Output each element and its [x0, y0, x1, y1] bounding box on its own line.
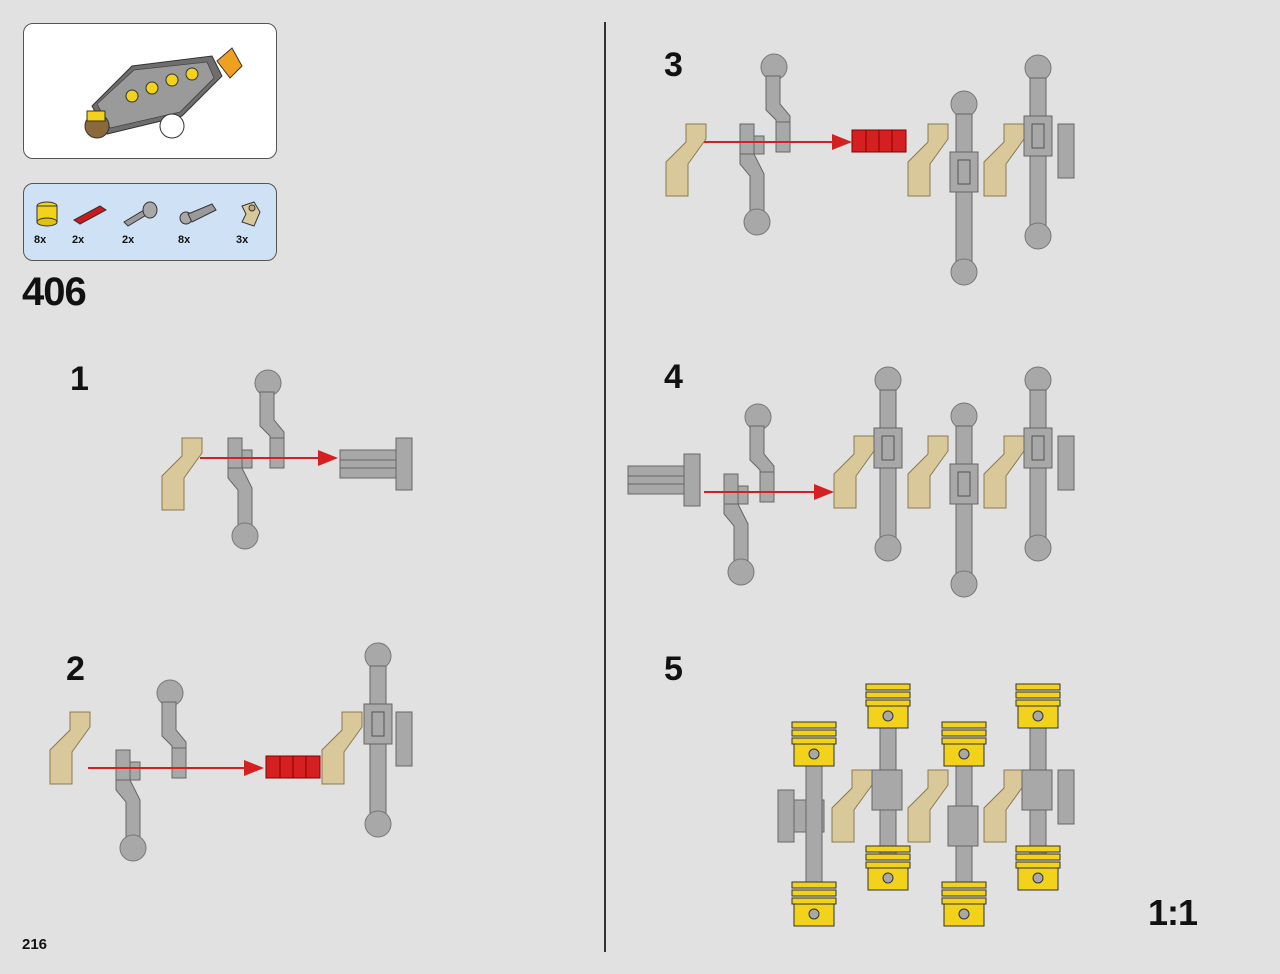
submodel-preview	[23, 23, 277, 159]
part-qty: 8x	[34, 234, 47, 246]
gray-crank-end-icon	[123, 201, 158, 227]
scale-indicator: 1:1	[1148, 892, 1198, 933]
part-qty: 3x	[236, 234, 249, 246]
tan-crank-icon	[241, 201, 261, 227]
red-axle-connector-icon	[73, 205, 107, 225]
part-qty: 2x	[72, 234, 85, 246]
page-number: 216	[22, 936, 48, 953]
sub-step-3-label: 3	[664, 46, 683, 84]
parts-list-callout: 8x 2x 2x 8x 3x	[23, 183, 277, 261]
piston-icon	[791, 721, 837, 767]
sub-step-4-label: 4	[664, 358, 683, 396]
main-step-number: 406	[22, 270, 87, 314]
part-qty: 8x	[178, 234, 191, 246]
sub-step-3-drawing	[665, 53, 1075, 286]
column-divider	[604, 22, 606, 952]
sub-step-4-drawing	[627, 366, 1075, 598]
sub-step-1-label: 1	[70, 360, 89, 398]
sub-step-1-drawing	[161, 369, 413, 550]
sub-step-5-label: 5	[664, 650, 683, 688]
gray-connecting-rod-icon	[179, 203, 217, 225]
part-qty: 2x	[122, 234, 135, 246]
yellow-piston-icon	[36, 201, 58, 227]
sub-step-2-drawing	[49, 642, 413, 862]
engine-assembly-image	[84, 47, 243, 139]
sub-step-5-drawing	[777, 683, 1075, 927]
sub-step-2-label: 2	[66, 650, 85, 688]
